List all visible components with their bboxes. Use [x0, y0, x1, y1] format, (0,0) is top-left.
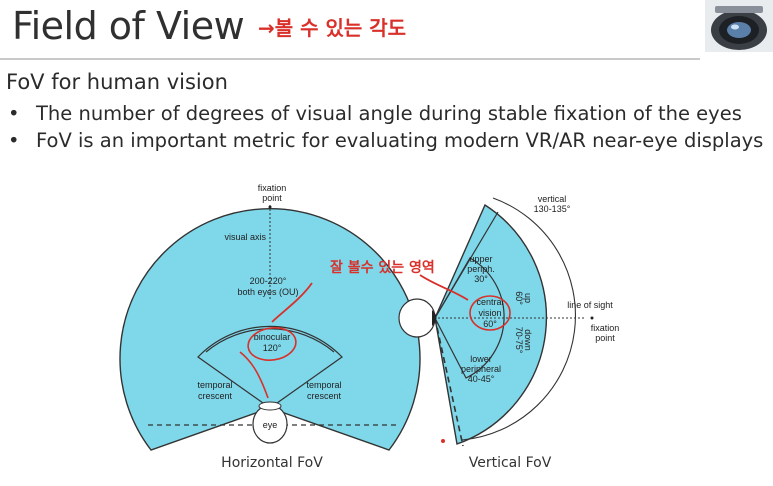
horizontal-fov-caption: Horizontal FoV — [221, 455, 323, 471]
side-eye-shape — [398, 298, 436, 338]
title-handwritten-annotation: →볼 수 있는 각도 — [258, 16, 407, 40]
eye-label: eye — [263, 420, 278, 430]
binocular-region — [197, 325, 343, 409]
bullet-dot: • — [8, 129, 20, 152]
binocular-check-mark — [239, 351, 269, 399]
side-eye-cornea — [432, 310, 437, 326]
bullet-dot: • — [8, 102, 20, 125]
camera-lens-logo — [705, 0, 773, 52]
handwritten-annotations: 잘 볼수 있는 영역 — [239, 259, 511, 443]
title-divider — [0, 58, 700, 60]
down-angle-label: down70-75° — [514, 327, 533, 354]
binocular-highlight-circle — [247, 327, 297, 361]
vertical-fixation-point-dot — [590, 316, 594, 320]
central-vision-region — [434, 257, 505, 379]
annotation-stroke-left — [271, 282, 313, 323]
fixation-point-dot — [268, 205, 272, 209]
bullet-text: The number of degrees of visual angle du… — [36, 102, 742, 125]
eye-pupil — [258, 401, 282, 411]
visual-axis-label: visual axis — [224, 232, 266, 242]
upper-boundary-line — [434, 211, 499, 319]
both-eyes-label: 200-220°both eyes (OU) — [237, 276, 298, 297]
annotation-stroke-right — [419, 274, 469, 301]
line-of-sight-label: line of sight — [567, 300, 613, 310]
slide-title: Field of View — [12, 4, 245, 48]
bullet-text: FoV is an important metric for evaluatin… — [36, 129, 764, 152]
lower-dashed-line — [434, 317, 464, 447]
region-handwritten-note: 잘 볼수 있는 영역 — [330, 259, 435, 276]
section-subtitle: FoV for human vision — [6, 70, 228, 94]
bullet-list: • The number of degrees of visual angle d… — [6, 100, 763, 154]
bullet-item: • FoV is an important metric for evaluati… — [6, 127, 763, 154]
vertical-mid-arc — [461, 197, 576, 441]
vertical-fov-caption: Vertical FoV — [469, 455, 552, 471]
up-angle-label: up60° — [514, 291, 533, 305]
bullet-item: • The number of degrees of visual angle d… — [6, 100, 763, 127]
red-dot-mark — [441, 439, 445, 443]
central-vision-highlight-circle — [469, 295, 511, 331]
